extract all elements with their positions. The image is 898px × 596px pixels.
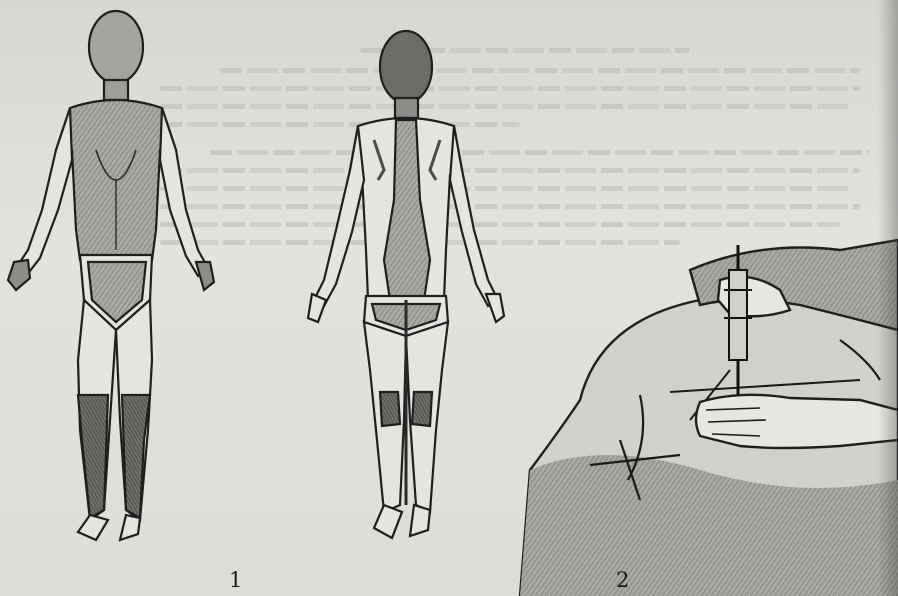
back-left-hand (308, 294, 326, 322)
back-left-knee-zone (380, 392, 400, 426)
back-right-arm (450, 126, 498, 306)
injection-illustration (520, 240, 898, 596)
back-head (380, 31, 432, 103)
front-right-arm (160, 108, 208, 276)
back-right-foot (410, 505, 430, 536)
front-neck (104, 80, 128, 100)
figure-caption-1: 1 (229, 568, 242, 592)
front-right-foot (120, 515, 140, 540)
front-left-foot (78, 515, 108, 540)
front-body-figure (8, 11, 214, 540)
back-body-figure (308, 31, 504, 538)
front-head (89, 11, 143, 83)
figure-caption-2: 2 (616, 568, 629, 592)
back-right-hand (486, 294, 504, 322)
back-neck (395, 98, 418, 118)
back-left-foot (374, 505, 402, 538)
front-left-arm (16, 108, 72, 276)
page-edge-shadow (878, 0, 898, 596)
back-right-knee-zone (412, 392, 432, 426)
back-left-arm (314, 126, 364, 306)
front-left-hand (8, 260, 30, 290)
